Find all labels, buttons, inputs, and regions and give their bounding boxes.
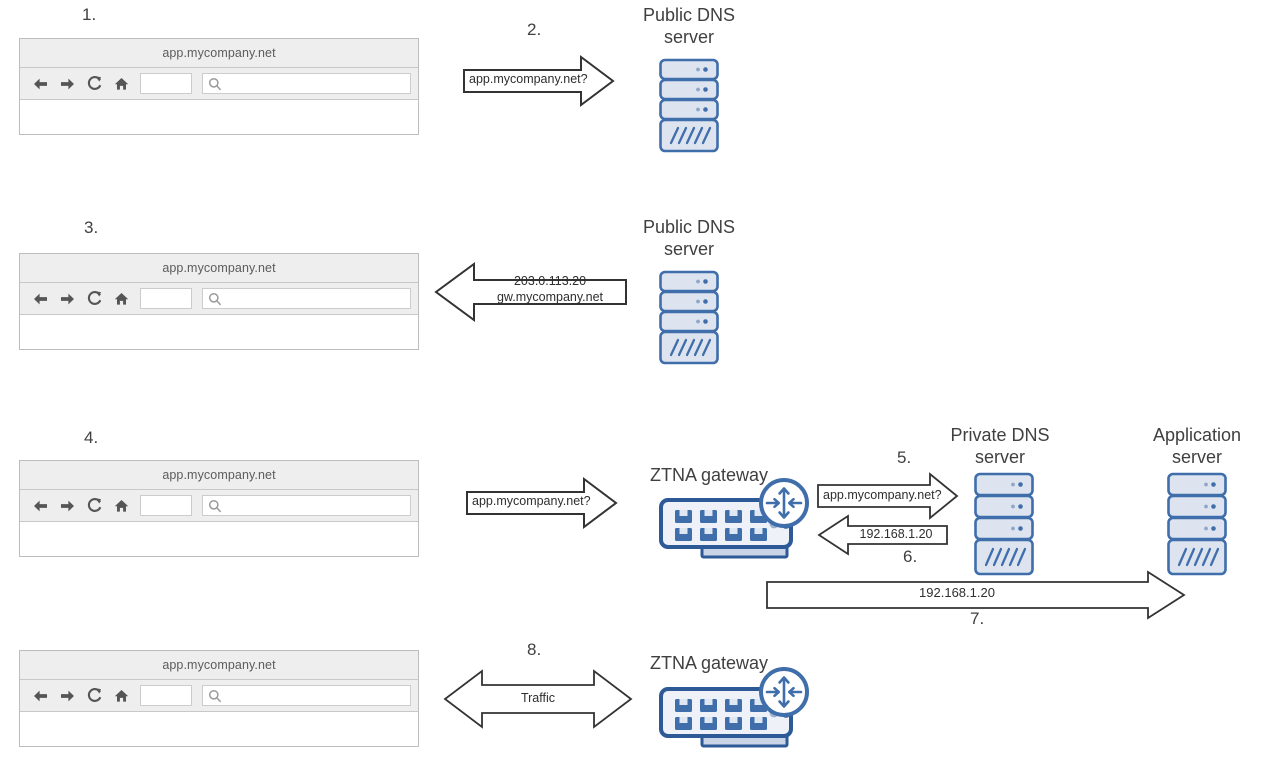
gateway-icon-ztna-1 bbox=[657, 478, 815, 566]
back-arrow-icon[interactable] bbox=[28, 494, 52, 518]
arrow-step-8: Traffic bbox=[443, 668, 633, 730]
step-number-3: 3. bbox=[84, 218, 99, 237]
search-input[interactable] bbox=[202, 495, 411, 516]
browser-titlebar: app.mycompany.net bbox=[20, 651, 418, 680]
browser-viewport bbox=[20, 522, 418, 556]
search-icon bbox=[208, 689, 222, 702]
url-input[interactable] bbox=[140, 495, 192, 516]
node-label-ztna-gateway-1: ZTNA gateway bbox=[650, 465, 769, 485]
browser-toolbar bbox=[20, 490, 418, 522]
server-icon-private-dns bbox=[972, 472, 1036, 577]
forward-arrow-icon[interactable] bbox=[55, 72, 79, 96]
arrow-step-6: 192.168.1.20 bbox=[817, 514, 949, 556]
home-icon[interactable] bbox=[109, 684, 133, 708]
url-input[interactable] bbox=[140, 73, 192, 94]
back-arrow-icon[interactable] bbox=[28, 684, 52, 708]
reload-icon[interactable] bbox=[82, 287, 106, 311]
step-number-5: 5. bbox=[897, 448, 912, 467]
reload-icon[interactable] bbox=[82, 684, 106, 708]
browser-title: app.mycompany.net bbox=[162, 261, 276, 275]
gateway-icon-ztna-2 bbox=[657, 667, 815, 755]
node-label-ztna-gateway-2: ZTNA gateway bbox=[650, 653, 769, 673]
search-input[interactable] bbox=[202, 685, 411, 706]
server-icon-application bbox=[1165, 472, 1229, 577]
browser-title: app.mycompany.net bbox=[162, 658, 276, 672]
home-icon[interactable] bbox=[109, 287, 133, 311]
browser-titlebar: app.mycompany.net bbox=[20, 254, 418, 283]
forward-arrow-icon[interactable] bbox=[55, 684, 79, 708]
arrow-step-4: app.mycompany.net? bbox=[466, 477, 618, 529]
browser-window-1[interactable]: app.mycompany.net bbox=[19, 38, 419, 135]
server-icon-public-dns-1 bbox=[657, 58, 721, 154]
node-label-private-dns: Private DNS server bbox=[950, 425, 1050, 467]
browser-toolbar bbox=[20, 680, 418, 712]
search-input[interactable] bbox=[202, 288, 411, 309]
forward-arrow-icon[interactable] bbox=[55, 494, 79, 518]
browser-toolbar bbox=[20, 68, 418, 100]
url-input[interactable] bbox=[140, 288, 192, 309]
browser-window-3[interactable]: app.mycompany.net bbox=[19, 460, 419, 557]
browser-titlebar: app.mycompany.net bbox=[20, 39, 418, 68]
step-number-2: 2. bbox=[527, 20, 542, 39]
node-label-public-dns-1: Public DNS server bbox=[642, 5, 736, 47]
browser-title: app.mycompany.net bbox=[162, 46, 276, 60]
browser-window-2[interactable]: app.mycompany.net bbox=[19, 253, 419, 350]
back-arrow-icon[interactable] bbox=[28, 287, 52, 311]
browser-toolbar bbox=[20, 283, 418, 315]
arrow-step-2: app.mycompany.net? bbox=[463, 55, 615, 107]
reload-icon[interactable] bbox=[82, 72, 106, 96]
browser-viewport bbox=[20, 315, 418, 349]
server-icon-public-dns-2 bbox=[657, 270, 721, 366]
url-input[interactable] bbox=[140, 685, 192, 706]
browser-window-4[interactable]: app.mycompany.net bbox=[19, 650, 419, 747]
browser-viewport bbox=[20, 100, 418, 134]
home-icon[interactable] bbox=[109, 494, 133, 518]
browser-titlebar: app.mycompany.net bbox=[20, 461, 418, 490]
search-icon bbox=[208, 499, 222, 512]
step-number-6: 6. bbox=[903, 547, 918, 566]
home-icon[interactable] bbox=[109, 72, 133, 96]
browser-viewport bbox=[20, 712, 418, 746]
search-input[interactable] bbox=[202, 73, 411, 94]
back-arrow-icon[interactable] bbox=[28, 72, 52, 96]
search-icon bbox=[208, 292, 222, 305]
forward-arrow-icon[interactable] bbox=[55, 287, 79, 311]
arrow-step-3: 203.0.113.20 gw.mycompany.net bbox=[434, 262, 628, 322]
step-number-7: 7. bbox=[970, 609, 985, 628]
step-number-1: 1. bbox=[82, 5, 97, 24]
reload-icon[interactable] bbox=[82, 494, 106, 518]
node-label-application-server: Application server bbox=[1152, 425, 1242, 467]
node-label-public-dns-2: Public DNS server bbox=[642, 217, 736, 259]
search-icon bbox=[208, 77, 222, 90]
step-number-8: 8. bbox=[527, 640, 542, 659]
step-number-4: 4. bbox=[84, 428, 99, 447]
arrow-step-5: app.mycompany.net? bbox=[817, 472, 959, 520]
browser-title: app.mycompany.net bbox=[162, 468, 276, 482]
